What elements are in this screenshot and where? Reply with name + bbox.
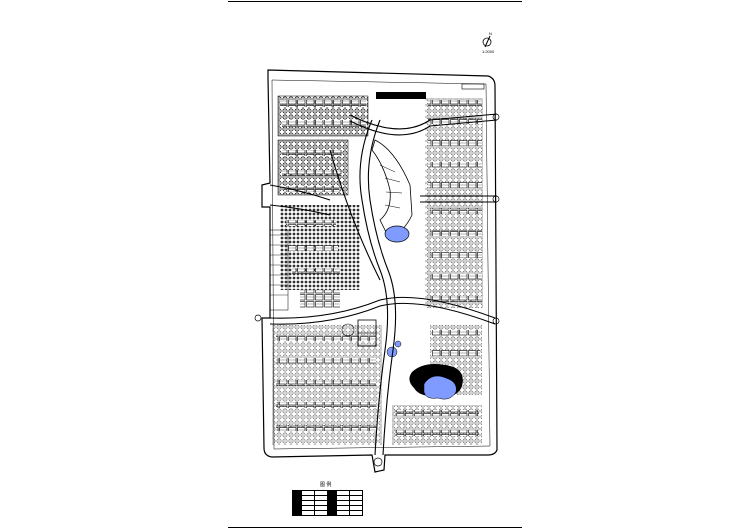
north-arrow-icon: N 1:2000 <box>482 31 495 54</box>
legend-cell <box>349 510 363 516</box>
legend-swatch <box>292 510 302 516</box>
legend-cell <box>314 510 328 516</box>
legend-cell <box>336 510 350 516</box>
central-clubhouse <box>371 139 413 243</box>
legend-table <box>292 490 363 516</box>
legend-row <box>292 495 363 501</box>
parking-area <box>269 229 340 311</box>
scale-label: 1:2000 <box>482 49 495 54</box>
residential-cluster-east <box>425 98 483 308</box>
residential-cluster-south <box>272 325 482 445</box>
landmark-building <box>376 92 426 99</box>
north-label: N <box>489 31 492 36</box>
landscape-lake <box>386 340 463 400</box>
sports-court <box>341 319 377 347</box>
sheet-border-bottom <box>228 527 522 528</box>
residential-cluster-northwest <box>277 95 369 196</box>
legend-row <box>292 510 363 516</box>
entrance-markers <box>254 113 500 467</box>
road-network <box>269 113 498 456</box>
legend-cell <box>301 510 315 516</box>
pond-north <box>384 225 410 243</box>
western-green-belt <box>280 205 360 290</box>
legend-swatch <box>327 510 337 516</box>
legend-title: 图 例 <box>320 482 332 488</box>
sheet-border-top <box>228 1 522 2</box>
